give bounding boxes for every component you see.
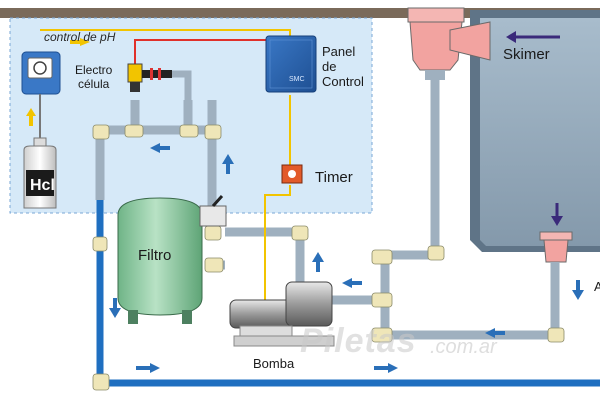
panel-brand-label: SMC bbox=[289, 76, 305, 83]
timer-label: Timer bbox=[315, 169, 353, 186]
flow-arrow-down-2 bbox=[572, 290, 584, 300]
skimmer bbox=[407, 7, 491, 80]
pump-label: Bomba bbox=[253, 356, 295, 371]
control-panel bbox=[265, 35, 317, 93]
electro-cell-label: Electro célula bbox=[75, 63, 113, 92]
flow-arrow-right-1 bbox=[150, 363, 160, 373]
watermark-main: Piletas bbox=[300, 322, 417, 360]
watermark-domain: .com.ar bbox=[430, 336, 497, 358]
hcl-label: Hcl bbox=[30, 177, 55, 194]
multiport-valve bbox=[199, 194, 227, 227]
electro-cell-label-line1: Electro bbox=[75, 63, 113, 77]
top-deck-edge bbox=[0, 8, 600, 18]
ph-signal-arrow bbox=[80, 38, 90, 46]
control-panel-label-line1: Panel bbox=[322, 44, 356, 59]
timer-box bbox=[281, 164, 303, 184]
flow-arrow-up-1 bbox=[222, 154, 234, 164]
control-panel-label-line2: de bbox=[322, 58, 337, 74]
control-panel-label: Panel de Control bbox=[322, 44, 364, 90]
edge-letter-label: A bbox=[594, 279, 600, 294]
dosing-arrow bbox=[26, 108, 36, 126]
flow-arrows bbox=[109, 143, 584, 373]
ph-signal-arrow-body bbox=[70, 40, 80, 44]
filter-label: Filtro bbox=[138, 247, 172, 264]
hcl-bottle bbox=[23, 137, 57, 209]
red-wire bbox=[134, 39, 272, 72]
cell-pipe bbox=[172, 70, 192, 100]
flow-arrow-left-3 bbox=[485, 328, 495, 338]
flow-arrow-right-2 bbox=[388, 363, 398, 373]
drain-arrow bbox=[551, 203, 563, 226]
control-panel-label-line3: Control bbox=[322, 73, 364, 89]
ph-control-label: control de pH bbox=[44, 30, 116, 44]
electro-cell bbox=[127, 63, 172, 92]
skimmer-label: Skimer bbox=[503, 46, 550, 63]
flow-arrow-left-2 bbox=[342, 278, 352, 288]
pipe-fittings bbox=[92, 124, 565, 391]
pump bbox=[229, 281, 335, 347]
flow-arrow-left-1 bbox=[150, 143, 160, 153]
electro-cell-label-line2: célula bbox=[78, 76, 110, 91]
bottom-drain bbox=[539, 231, 573, 263]
skimmer-arrow bbox=[506, 31, 560, 43]
flow-arrow-up-2 bbox=[312, 252, 324, 262]
pool-water bbox=[480, 18, 600, 246]
flow-arrow-down-1 bbox=[109, 308, 121, 318]
ph-controller bbox=[21, 51, 61, 95]
filter-tank bbox=[117, 197, 203, 324]
